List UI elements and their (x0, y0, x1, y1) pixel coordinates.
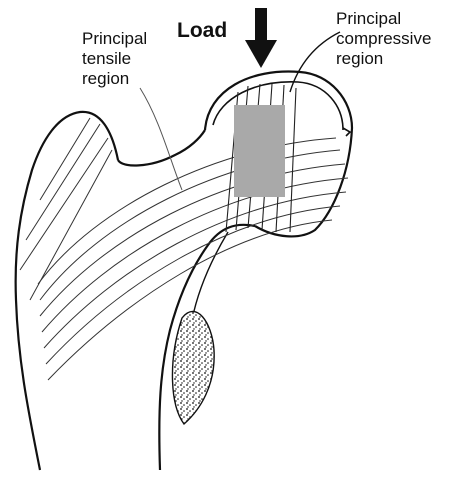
femoral-head-rim-tip (343, 128, 350, 136)
compressive-leader-line (290, 32, 340, 92)
compressive-stress-block (234, 105, 285, 197)
greater-trochanter-outline (16, 112, 118, 470)
calcar-stipple-region (172, 311, 214, 424)
trochanter-trabeculae (20, 118, 112, 300)
load-label: Load (177, 21, 227, 41)
tensile-region-label: Principal tensile region (82, 29, 147, 89)
tensile-leader-line (140, 88, 182, 190)
compressive-region-label: Principal compressive region (336, 9, 431, 69)
down-arrow-icon (245, 8, 277, 68)
neck-superior-edge (118, 130, 205, 165)
